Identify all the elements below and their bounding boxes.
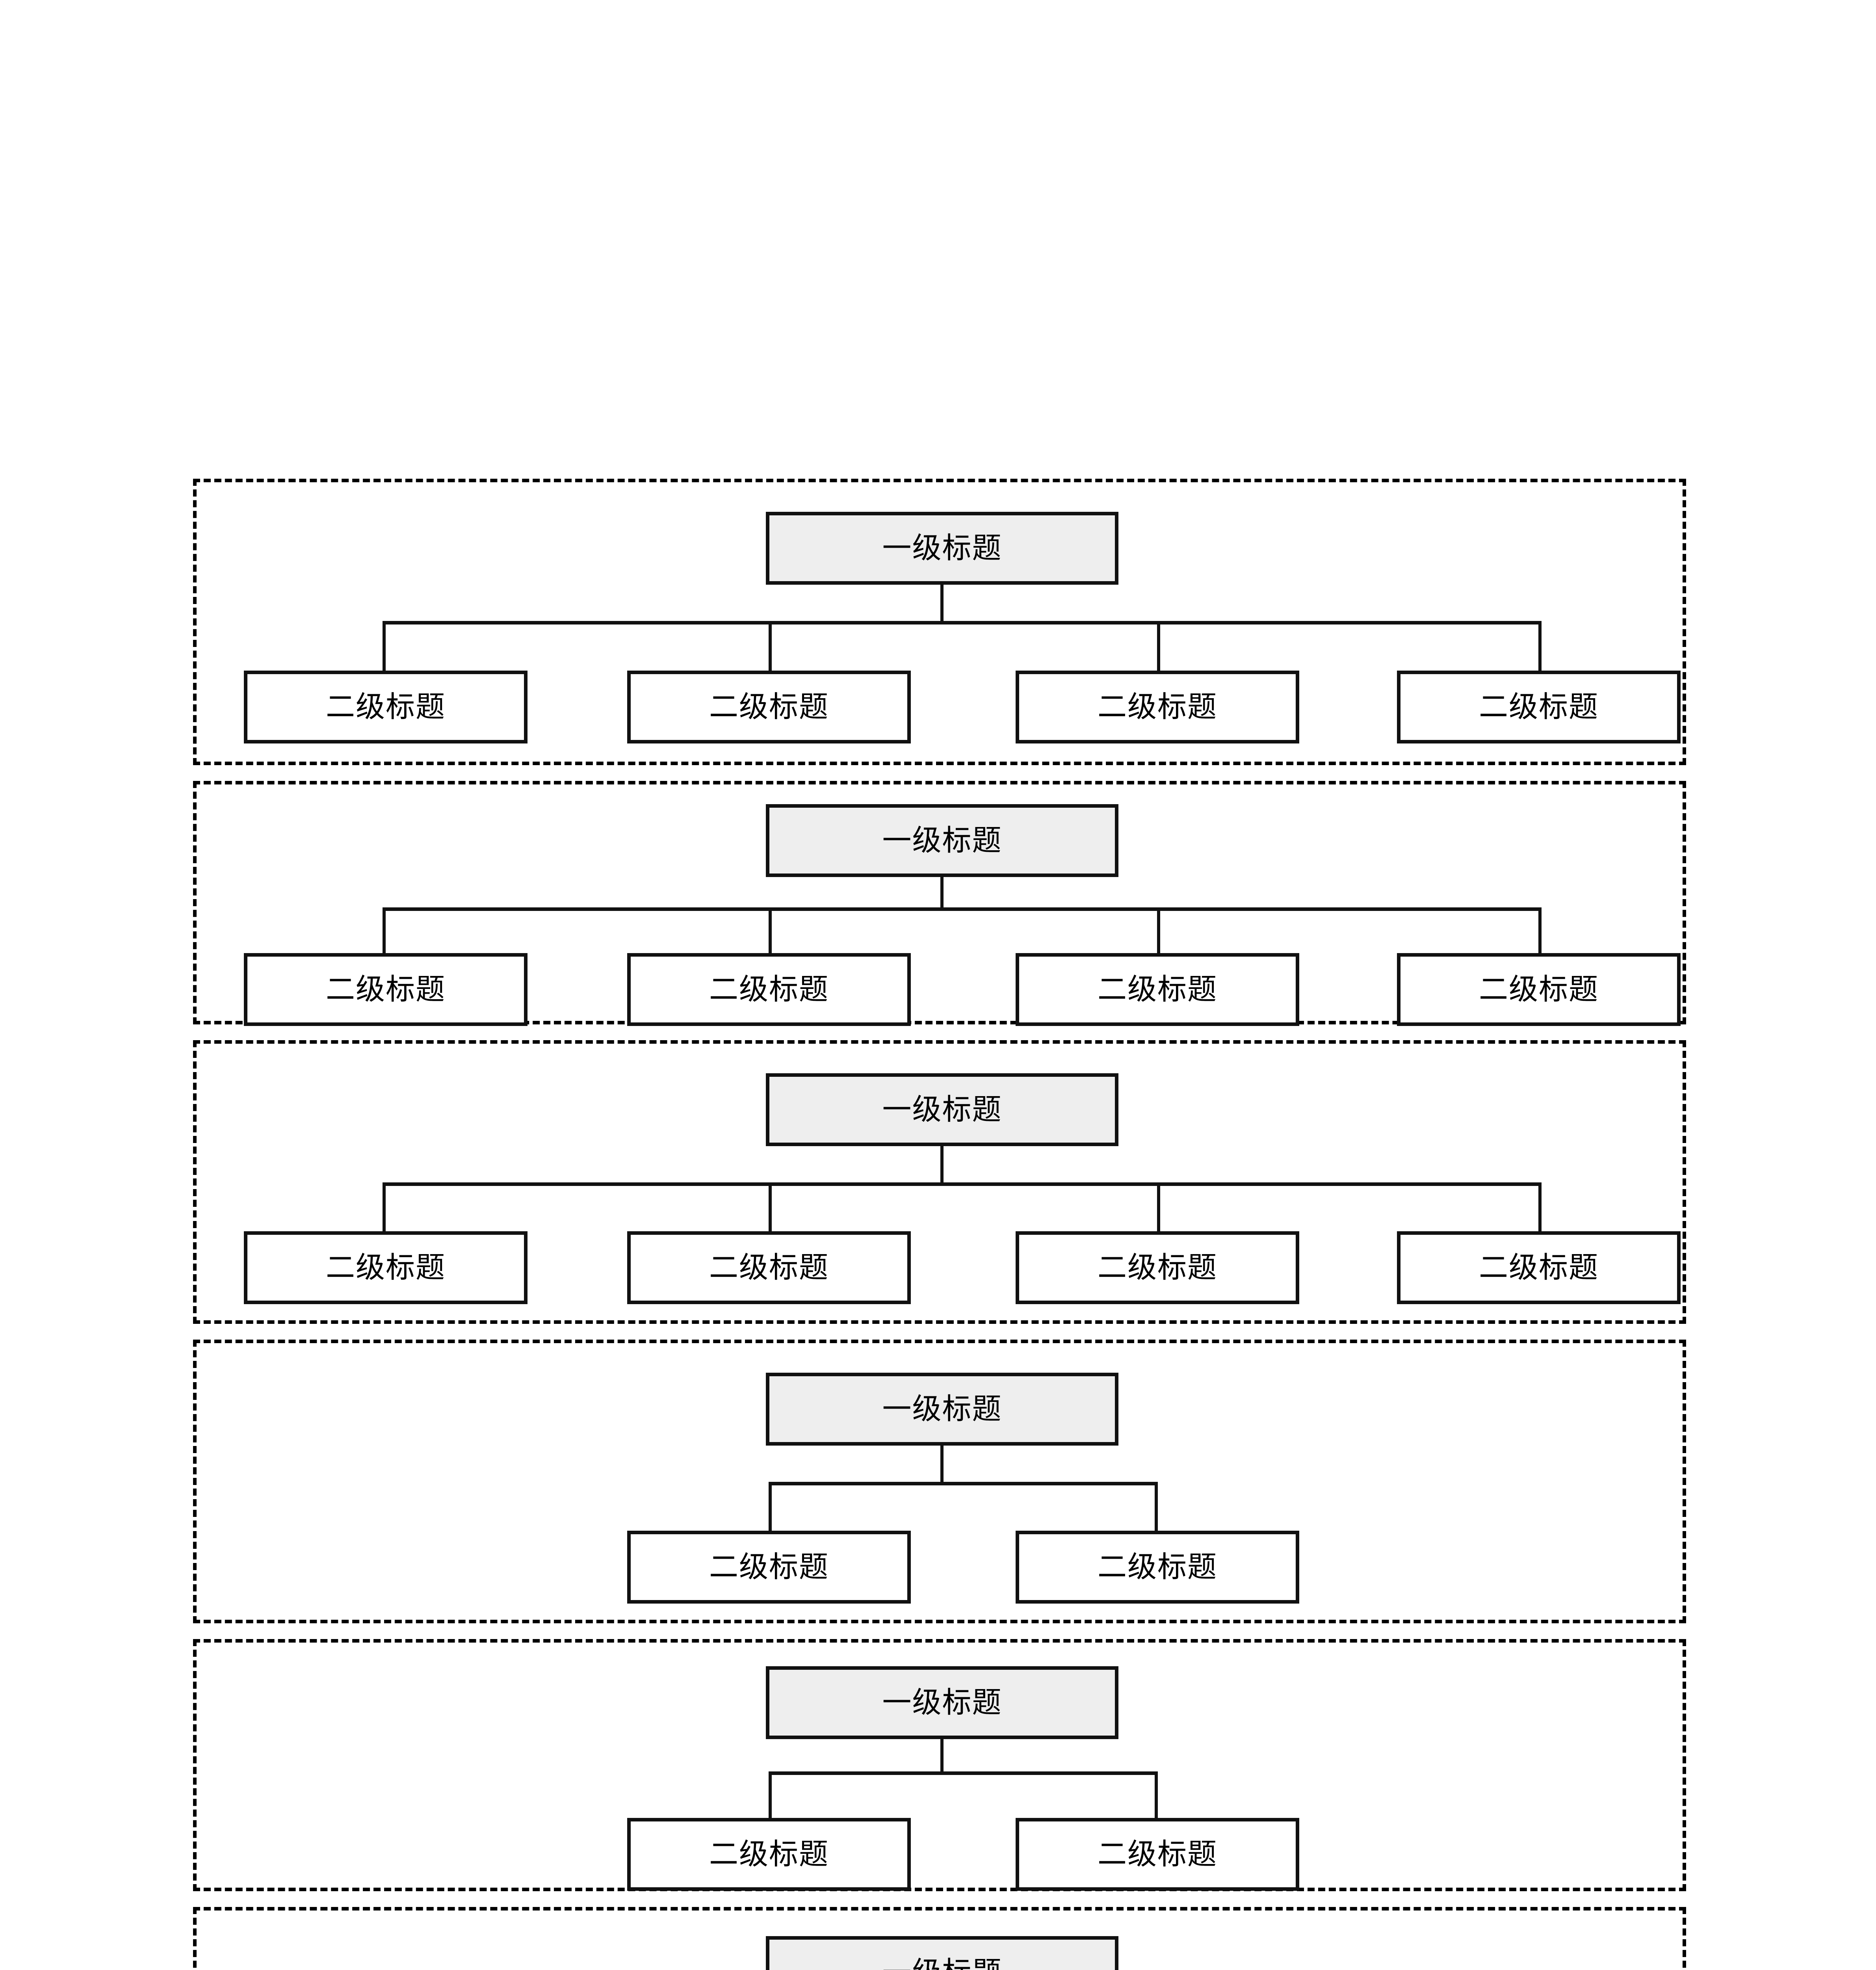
- level2-node-g5-c2[interactable]: 二级标题: [1016, 1818, 1299, 1891]
- connector-bus-g1: [383, 621, 1542, 624]
- level2-node-g1-c1[interactable]: 二级标题: [244, 671, 528, 743]
- level2-node-label: 二级标题: [326, 972, 446, 1006]
- level2-node-label: 二级标题: [326, 690, 446, 724]
- connector-bus-g2: [383, 907, 1542, 911]
- connector-drop-g2-c4: [1538, 907, 1542, 954]
- level1-node-g2[interactable]: 一级标题: [766, 804, 1118, 877]
- connector-root-stem-g2: [940, 877, 944, 911]
- level2-node-label: 二级标题: [1098, 1250, 1217, 1284]
- connector-drop-g2-c2: [769, 907, 772, 954]
- level1-node-label: 一级标题: [882, 823, 1002, 857]
- level2-node-label: 二级标题: [1479, 690, 1599, 724]
- level1-node-g1[interactable]: 一级标题: [766, 512, 1118, 585]
- connector-drop-g3-c1: [383, 1182, 386, 1232]
- group-container-6[interactable]: 一级标题 二级标题 二级标题: [193, 1907, 1686, 1970]
- level2-node-g4-c2[interactable]: 二级标题: [1016, 1531, 1299, 1604]
- connector-drop-g5-c2: [1155, 1771, 1158, 1819]
- level1-node-g3[interactable]: 一级标题: [766, 1073, 1118, 1146]
- level2-node-g2-c2[interactable]: 二级标题: [627, 953, 911, 1026]
- level2-node-g3-c2[interactable]: 二级标题: [627, 1231, 911, 1304]
- connector-drop-g1-c2: [769, 621, 772, 671]
- connector-bus-g4: [769, 1482, 1158, 1485]
- group-container-3[interactable]: 一级标题 二级标题 二级标题 二级标题 二级标题: [193, 1040, 1686, 1324]
- connector-drop-g2-c1: [383, 907, 386, 954]
- level2-node-g1-c3[interactable]: 二级标题: [1016, 671, 1299, 743]
- level2-node-label: 二级标题: [709, 1250, 829, 1284]
- connector-root-stem-g3: [940, 1146, 944, 1186]
- level1-node-label: 一级标题: [882, 1685, 1002, 1719]
- group-container-1[interactable]: 一级标题 二级标题 二级标题 二级标题 二级标题: [193, 479, 1686, 765]
- level2-node-label: 二级标题: [709, 1550, 829, 1584]
- group-container-4[interactable]: 一级标题 二级标题 二级标题: [193, 1340, 1686, 1623]
- level2-node-g5-c1[interactable]: 二级标题: [627, 1818, 911, 1891]
- level2-node-label: 二级标题: [1098, 1837, 1217, 1871]
- connector-drop-g1-c4: [1538, 621, 1542, 671]
- level2-node-g2-c4[interactable]: 二级标题: [1397, 953, 1681, 1026]
- connector-bus-g5: [769, 1771, 1158, 1775]
- level1-node-g6[interactable]: 一级标题: [766, 1936, 1118, 1970]
- connector-drop-g5-c1: [769, 1771, 772, 1819]
- level2-node-g3-c1[interactable]: 二级标题: [244, 1231, 528, 1304]
- connector-bus-g3: [383, 1182, 1542, 1186]
- level1-node-g5[interactable]: 一级标题: [766, 1666, 1118, 1739]
- connector-drop-g3-c4: [1538, 1182, 1542, 1232]
- connector-root-stem-g5: [940, 1739, 944, 1775]
- level2-node-g2-c1[interactable]: 二级标题: [244, 953, 528, 1026]
- level2-node-g1-c2[interactable]: 二级标题: [627, 671, 911, 743]
- connector-drop-g2-c3: [1157, 907, 1160, 954]
- level1-node-g4[interactable]: 一级标题: [766, 1373, 1118, 1446]
- connector-drop-g4-c1: [769, 1482, 772, 1531]
- level2-node-g3-c3[interactable]: 二级标题: [1016, 1231, 1299, 1304]
- connector-drop-g1-c1: [383, 621, 386, 671]
- level1-node-label: 一级标题: [882, 531, 1002, 565]
- level2-node-label: 二级标题: [1098, 690, 1217, 724]
- level2-node-label: 二级标题: [709, 690, 829, 724]
- group-container-2[interactable]: 一级标题 二级标题 二级标题 二级标题 二级标题: [193, 781, 1686, 1026]
- level2-node-label: 二级标题: [1098, 972, 1217, 1006]
- level2-node-g4-c1[interactable]: 二级标题: [627, 1531, 911, 1604]
- level2-node-label: 二级标题: [709, 972, 829, 1006]
- level2-node-label: 二级标题: [709, 1837, 829, 1871]
- connector-drop-g1-c3: [1157, 621, 1160, 671]
- level1-node-label: 一级标题: [882, 1092, 1002, 1126]
- level2-node-label: 二级标题: [1479, 972, 1599, 1006]
- connector-root-stem-g4: [940, 1446, 944, 1485]
- level2-node-label: 二级标题: [1479, 1250, 1599, 1284]
- level1-node-label: 一级标题: [882, 1392, 1002, 1426]
- group-container-5[interactable]: 一级标题 二级标题 二级标题: [193, 1639, 1686, 1891]
- connector-root-stem-g1: [940, 585, 944, 624]
- connector-drop-g3-c2: [769, 1182, 772, 1232]
- level2-node-label: 二级标题: [1098, 1550, 1217, 1584]
- level2-node-g2-c3[interactable]: 二级标题: [1016, 953, 1299, 1026]
- connector-drop-g4-c2: [1155, 1482, 1158, 1531]
- level2-node-g3-c4[interactable]: 二级标题: [1397, 1231, 1681, 1304]
- level2-node-label: 二级标题: [326, 1250, 446, 1284]
- level1-node-label: 一级标题: [882, 1956, 1002, 1970]
- connector-drop-g3-c3: [1157, 1182, 1160, 1232]
- level2-node-g1-c4[interactable]: 二级标题: [1397, 671, 1681, 743]
